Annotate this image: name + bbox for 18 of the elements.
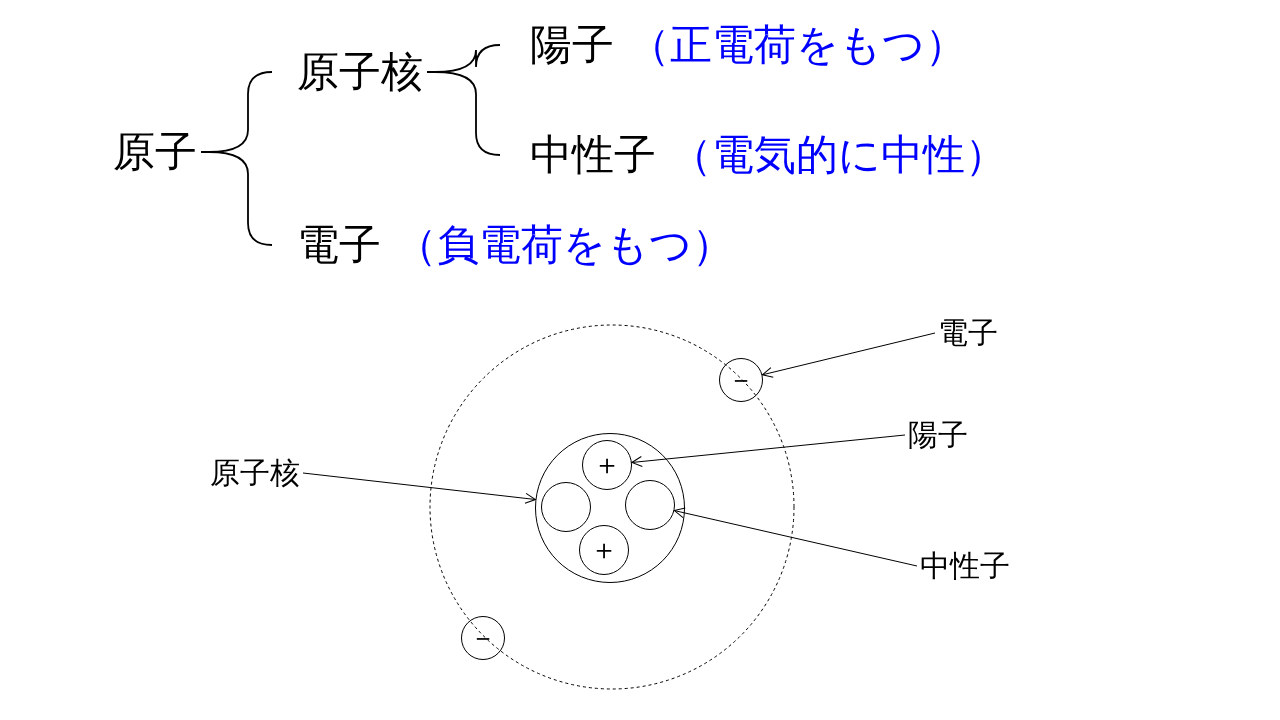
brace <box>200 151 273 246</box>
leader-line <box>673 507 918 567</box>
leader-line <box>631 434 906 467</box>
term-label: 陽子 <box>530 19 614 71</box>
term-label: 電子 <box>297 219 381 271</box>
term-label: 原子核 <box>297 46 423 98</box>
leader-line <box>761 332 936 378</box>
charge-note: （電気的に中性） <box>670 129 1007 181</box>
charge-note: （正電荷をもつ） <box>628 19 967 71</box>
part-label: 原子核 <box>210 454 300 492</box>
charge-note: （負電荷をもつ） <box>395 219 734 271</box>
brace <box>426 71 501 156</box>
term-label: 原子 <box>113 126 197 178</box>
leader-line <box>302 472 536 504</box>
term-label: 中性子 <box>530 129 656 181</box>
part-label: 電子 <box>938 314 998 352</box>
part-label: 陽子 <box>908 416 968 454</box>
part-label: 中性子 <box>920 547 1010 585</box>
